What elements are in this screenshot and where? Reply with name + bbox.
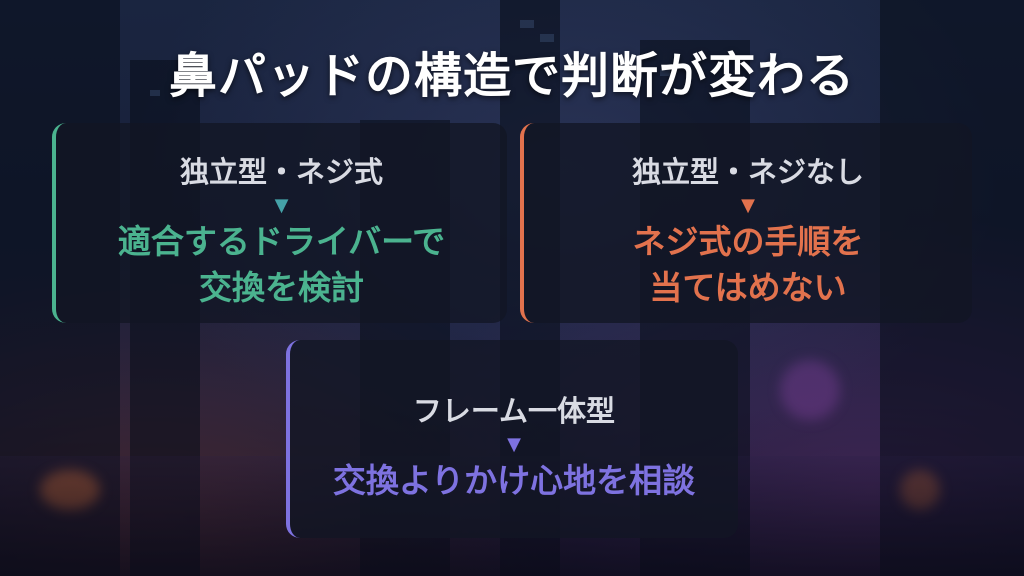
down-arrow-icon: ▼: [741, 195, 755, 216]
card-body-line: ネジ式の手順を: [632, 222, 864, 261]
card-body-line: 交換を検討: [199, 268, 364, 307]
down-arrow-icon: ▼: [274, 195, 289, 216]
card-body-line: 適合するドライバーで: [117, 222, 446, 261]
card-frame-integrated: フレーム一体型 ▼ 交換よりかけ心地を相談: [286, 340, 738, 538]
card-body-line: 交換よりかけ心地を相談: [332, 461, 696, 500]
card-heading: 独立型・ネジ式: [179, 155, 383, 189]
card-screwless-type: 独立型・ネジなし ▼ ネジ式の手順を 当てはめない: [520, 123, 972, 323]
card-heading: 独立型・ネジなし: [631, 155, 864, 189]
card-screw-type: 独立型・ネジ式 ▼ 適合するドライバーで 交換を検討: [52, 123, 507, 323]
down-arrow-icon: ▼: [507, 434, 521, 455]
page-title: 鼻パッドの構造で判断が変わる: [168, 48, 855, 104]
card-body: ネジ式の手順を 当てはめない: [524, 219, 972, 311]
card-heading: フレーム一体型: [412, 394, 616, 428]
card-body: 適合するドライバーで 交換を検討: [56, 219, 507, 311]
card-body: 交換よりかけ心地を相談: [290, 458, 738, 504]
card-body-line: 当てはめない: [649, 268, 847, 307]
